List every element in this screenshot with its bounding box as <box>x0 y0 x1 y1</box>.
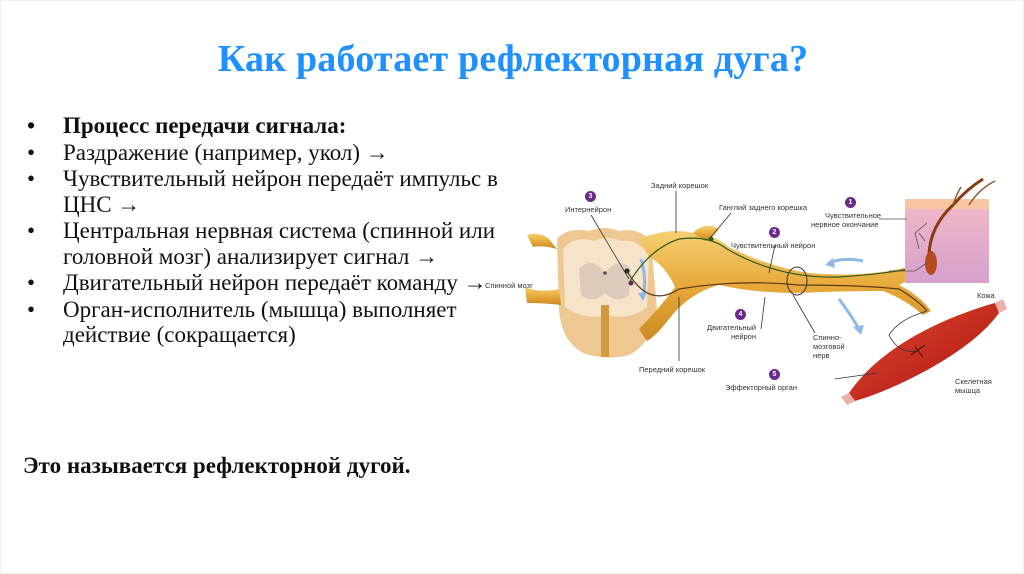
bullet-text: Раздражение (например, укол) → <box>63 139 389 165</box>
bullet-item: • Процесс передачи сигнала: <box>27 113 527 139</box>
label-effector-organ: Эффекторный орган <box>725 383 797 392</box>
reflex-arc-diagram: 3 Интернейрон Задний корешок Ганглий зад… <box>479 169 1024 413</box>
bullet-item: • Орган-исполнитель (мышца) выполняет дей… <box>27 297 527 348</box>
bullet-item: • Раздражение (например, укол) → <box>27 140 527 166</box>
bullet-text: Орган-исполнитель (мышца) выполняет дейс… <box>63 296 457 348</box>
label-spinal-cord: Спинной мозг <box>485 281 533 290</box>
bullet-icon: • <box>27 218 36 243</box>
skin-icon <box>905 177 996 283</box>
bullet-icon: • <box>27 113 36 138</box>
spinal-cord-icon <box>525 228 657 358</box>
label-spinal-nerve-1: Спинно- <box>813 333 842 342</box>
label-skin: Кожа <box>977 291 995 300</box>
bullet-item: • Двигательный нейрон передаёт команду → <box>27 270 527 296</box>
bullet-text: Центральная нервная система (спинной или… <box>63 218 496 269</box>
slide-title: Как работает рефлекторная дуга? <box>217 38 809 80</box>
bullet-text: Двигательный нейрон передаёт команду → <box>63 270 487 295</box>
label-sensory-ending-2: нервное окончание <box>811 220 879 229</box>
bullet-text: Процесс передачи сигнала: <box>63 113 347 138</box>
label-spinal-nerve-3: нерв <box>813 351 830 360</box>
bullet-icon: • <box>27 139 36 165</box>
bullet-icon: • <box>27 296 36 322</box>
step-1-marker: 1 <box>845 197 856 208</box>
step-5-marker: 5 <box>769 369 780 380</box>
bullet-icon: • <box>27 166 36 191</box>
label-skeletal-muscle-2: мышца <box>955 386 981 395</box>
label-dorsal-root: Задний корешок <box>651 181 709 190</box>
label-sensory-neuron: Чувствительный нейрон <box>731 241 816 250</box>
reflex-arc-illustration <box>525 177 1007 405</box>
label-skeletal-muscle-1: Скелетная <box>955 377 992 386</box>
bullet-item: • Центральная нервная система (спинной ил… <box>27 218 527 269</box>
label-spinal-nerve-2: мозговой <box>813 342 845 351</box>
label-dorsal-root-ganglion: Ганглий заднего корешка <box>719 203 808 212</box>
skeletal-muscle-icon <box>841 299 1007 405</box>
bullet-icon: • <box>27 270 36 295</box>
label-motor-neuron-2: нейрон <box>731 332 756 341</box>
bullet-text: Чувствительный нейрон передаёт импульс в… <box>63 166 498 217</box>
bullet-item: • Чувствительный нейрон передаёт импульс … <box>27 166 527 217</box>
step-4-marker: 4 <box>735 309 746 320</box>
conclusion-text: Это называется рефлекторной дугой. <box>23 453 411 478</box>
bullet-list: • Процесс передачи сигнала: • Раздражение … <box>27 113 527 349</box>
label-interneuron: Интернейрон <box>565 205 612 214</box>
label-motor-neuron-1: Двигательный <box>707 323 757 332</box>
label-ventral-root: Передний корешок <box>639 365 706 374</box>
step-2-marker: 2 <box>769 227 780 238</box>
step-3-marker: 3 <box>585 191 596 202</box>
label-sensory-ending-1: Чувствительное <box>825 211 882 220</box>
